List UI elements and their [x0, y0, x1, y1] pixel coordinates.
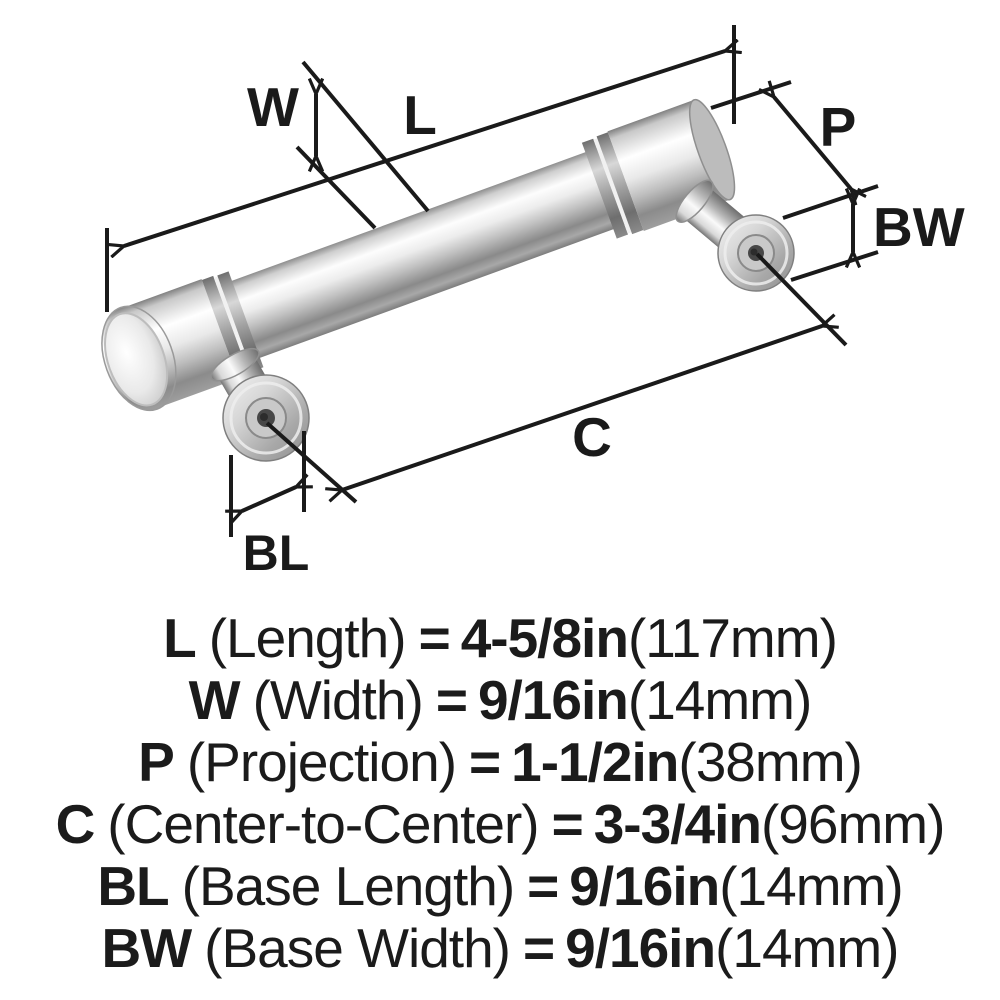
dimension-base-length: [231, 431, 304, 537]
dimension-center-to-center: [265, 252, 848, 504]
spec-value-metric: (38mm): [678, 731, 862, 793]
spec-value-metric: (96mm): [760, 793, 945, 855]
spec-row: BW(Base Width)=9/16in(14mm): [0, 917, 1000, 979]
spec-name: (Length): [208, 607, 407, 669]
label-center-to-center: C: [572, 406, 612, 468]
spec-value-imperial: 9/16in: [477, 669, 629, 731]
spec-name: (Base Length): [181, 855, 515, 917]
spec-row: W(Width)=9/16in(14mm): [0, 669, 1000, 731]
left-cap-ring-gap: [213, 276, 252, 372]
spec-value-metric: (14mm): [719, 855, 903, 917]
spec-symbol: BL: [97, 855, 169, 917]
spec-row: BL(Base Length)=9/16in(14mm): [0, 855, 1000, 917]
left-post-collar: [210, 347, 260, 382]
base-bottom-extension-line: [790, 250, 879, 282]
base-length-arrow: [242, 487, 296, 511]
spec-row: C(Center-to-Center)=3-3/4in(96mm): [0, 793, 1000, 855]
spec-symbol: L: [163, 607, 197, 669]
center-dimension-line: [342, 326, 822, 490]
length-dimension-line: [124, 51, 725, 246]
right-screw-hole-center: [750, 248, 758, 256]
handle-illustration: [101, 98, 795, 462]
spec-value-imperial: 3-3/4in: [593, 793, 762, 855]
spec-row: P(Projection)=1-1/2in(38mm): [0, 731, 1000, 793]
label-projection: P: [820, 96, 857, 158]
left-base-rim: [229, 381, 303, 455]
dimension-projection: [774, 97, 851, 189]
spec-equals: =: [469, 731, 501, 793]
dimension-base-width: [782, 184, 879, 282]
left-cap-face: [104, 312, 169, 407]
spec-equals: =: [527, 855, 559, 917]
spec-equals: =: [435, 669, 468, 731]
width-extension-slash-upper: [301, 60, 430, 213]
projection-dimension-arrow: [774, 97, 851, 189]
spec-value-imperial: 9/16in: [569, 855, 720, 917]
width-extension-slash-lower: [295, 145, 377, 230]
label-base-width: BW: [873, 196, 965, 258]
spec-name: (Center-to-Center): [107, 793, 539, 855]
base-top-extension-line: [782, 184, 879, 220]
spec-equals: =: [523, 917, 555, 979]
spec-value-metric: (14mm): [715, 917, 899, 979]
spec-equals: =: [418, 607, 451, 669]
spec-value-imperial: 1-1/2in: [511, 731, 679, 793]
label-width: W: [247, 76, 299, 138]
spec-name: (Width): [252, 669, 424, 731]
spec-value-imperial: 9/16in: [565, 917, 716, 979]
spec-value-metric: (117mm): [627, 607, 838, 669]
spec-equals: =: [551, 793, 584, 855]
spec-symbol: C: [55, 793, 96, 855]
dimension-spec-list: L(Length)=4-5/8in(117mm) W(Width)=9/16in…: [0, 607, 1000, 979]
dimension-width: [295, 60, 430, 230]
left-screw-hole-center: [260, 413, 268, 421]
handle-bar: [216, 146, 629, 364]
label-length: L: [403, 84, 437, 146]
spec-value-metric: (14mm): [627, 669, 812, 731]
handle-technical-drawing: W L P BW C BL: [101, 25, 965, 581]
spec-name: (Projection): [186, 731, 457, 793]
spec-symbol: W: [188, 669, 241, 731]
spec-name: (Base Width): [204, 917, 511, 979]
left-cap-ring: [217, 271, 264, 372]
label-base-length: BL: [243, 525, 310, 581]
spec-symbol: BW: [101, 917, 192, 979]
spec-symbol: P: [138, 731, 175, 793]
spec-value-imperial: 4-5/8in: [460, 607, 629, 669]
spec-row: L(Length)=4-5/8in(117mm): [0, 607, 1000, 669]
